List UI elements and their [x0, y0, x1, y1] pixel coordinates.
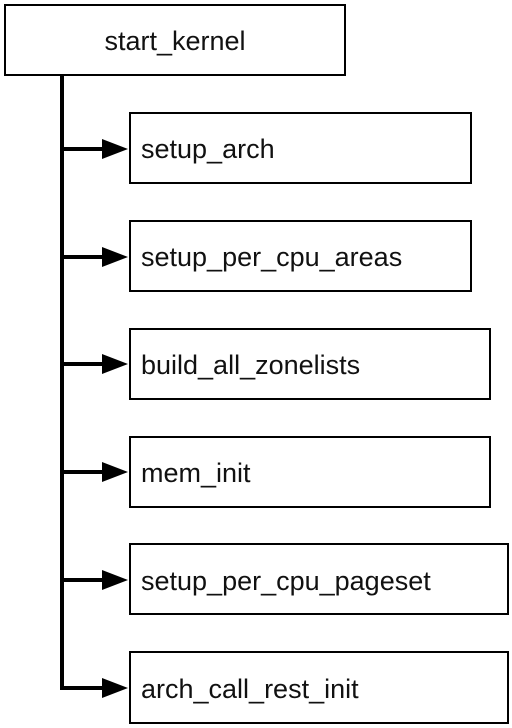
root-node: start_kernel [4, 4, 346, 76]
child-node: build_all_zonelists [62, 328, 491, 400]
arrowhead-icon [102, 462, 128, 482]
child-node-box [129, 543, 509, 615]
child-node-label: setup_per_cpu_pageset [141, 566, 431, 596]
child-node: mem_init [62, 436, 491, 508]
child-node-box [129, 220, 472, 292]
child-node: setup_per_cpu_pageset [62, 543, 509, 615]
child-node-box [129, 436, 491, 508]
child-node-box [129, 112, 472, 184]
child-node-label: arch_call_rest_init [141, 674, 359, 704]
child-node-label: build_all_zonelists [141, 350, 360, 380]
child-node: setup_per_cpu_areas [62, 220, 472, 292]
child-node: setup_arch [62, 112, 472, 184]
root-node-label: start_kernel [104, 26, 245, 56]
arrowhead-icon [102, 139, 128, 159]
arrowhead-icon [102, 247, 128, 267]
child-node-label: mem_init [141, 458, 251, 488]
child-node-label: setup_arch [141, 134, 275, 164]
child-node-label: setup_per_cpu_areas [141, 242, 402, 272]
child-node-box [129, 328, 491, 400]
root-node-box [4, 4, 346, 76]
child-node: arch_call_rest_init [60, 651, 509, 724]
arrowhead-icon [102, 678, 128, 698]
arrowhead-icon [102, 570, 128, 590]
child-node-box [129, 651, 509, 724]
arrowhead-icon [102, 354, 128, 374]
